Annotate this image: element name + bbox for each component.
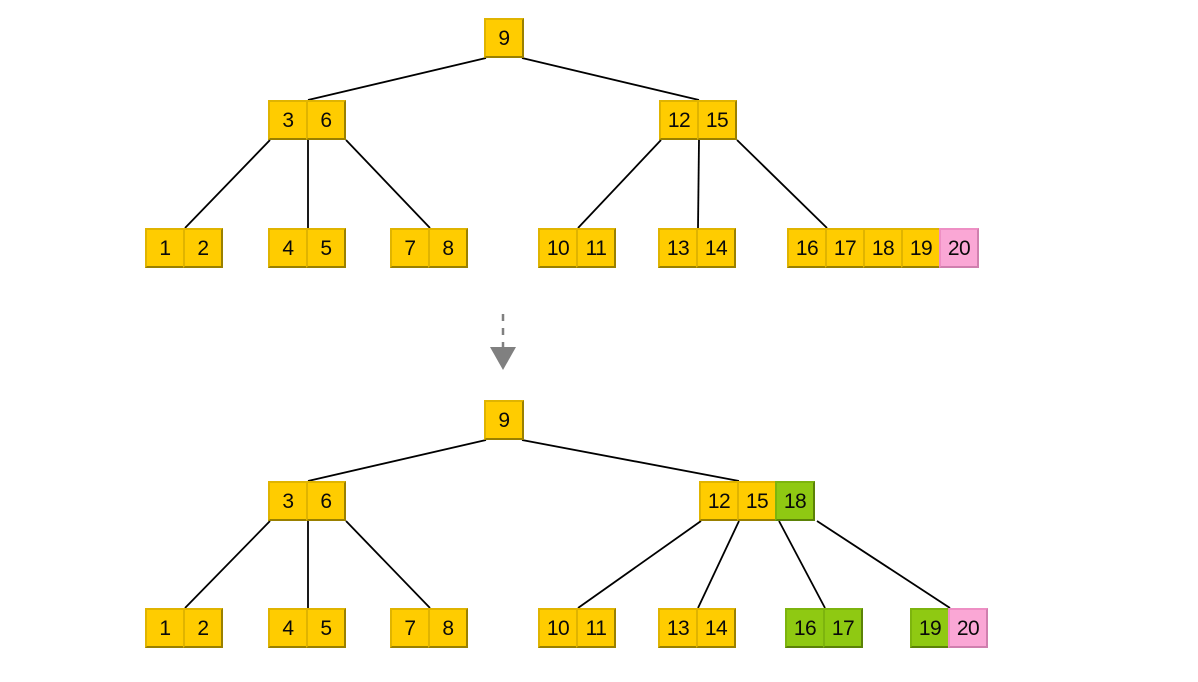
btree-key-cell: 9 bbox=[484, 400, 524, 440]
btree-key-cell: 10 bbox=[538, 228, 578, 268]
btree-key-cell: 17 bbox=[823, 608, 863, 648]
btree-key-cell: 7 bbox=[390, 228, 430, 268]
btree-key-cell: 20 bbox=[939, 228, 979, 268]
btree-key-cell: 3 bbox=[268, 100, 308, 140]
btree-key-cell: 13 bbox=[658, 228, 698, 268]
btree-key-cell: 1 bbox=[145, 608, 185, 648]
btree-key-cell: 16 bbox=[787, 228, 827, 268]
btree-key-cell: 7 bbox=[390, 608, 430, 648]
btree-key-cell: 19 bbox=[901, 228, 941, 268]
btree-key-cell: 4 bbox=[268, 228, 308, 268]
btree-key-cell: 16 bbox=[785, 608, 825, 648]
btree-key-cell: 1 bbox=[145, 228, 185, 268]
btree-key-cell: 6 bbox=[306, 100, 346, 140]
btree-key-cell: 12 bbox=[659, 100, 699, 140]
btree-key-cell: 14 bbox=[696, 608, 736, 648]
btree-key-cell: 12 bbox=[699, 481, 739, 521]
btree-key-cell: 3 bbox=[268, 481, 308, 521]
btree-key-cell: 5 bbox=[306, 228, 346, 268]
btree-key-cell: 8 bbox=[428, 608, 468, 648]
btree-key-cell: 18 bbox=[775, 481, 815, 521]
btree-key-cell: 11 bbox=[576, 228, 616, 268]
btree-key-cell: 10 bbox=[538, 608, 578, 648]
btree-key-cell: 20 bbox=[948, 608, 988, 648]
btree-key-cell: 18 bbox=[863, 228, 903, 268]
btree-key-cell: 14 bbox=[696, 228, 736, 268]
btree-node: 9 bbox=[484, 400, 524, 440]
btree-key-cell: 6 bbox=[306, 481, 346, 521]
btree-key-cell: 2 bbox=[183, 228, 223, 268]
btree-key-cell: 8 bbox=[428, 228, 468, 268]
btree-node: 9 bbox=[484, 18, 524, 58]
btree-key-cell: 5 bbox=[306, 608, 346, 648]
btree-key-cell: 19 bbox=[910, 608, 950, 648]
btree-key-cell: 2 bbox=[183, 608, 223, 648]
btree-key-cell: 13 bbox=[658, 608, 698, 648]
btree-key-cell: 15 bbox=[737, 481, 777, 521]
btree-key-cell: 11 bbox=[576, 608, 616, 648]
btree-key-cell: 9 bbox=[484, 18, 524, 58]
btree-key-cell: 4 bbox=[268, 608, 308, 648]
btree-key-cell: 17 bbox=[825, 228, 865, 268]
btree-key-cell: 15 bbox=[697, 100, 737, 140]
